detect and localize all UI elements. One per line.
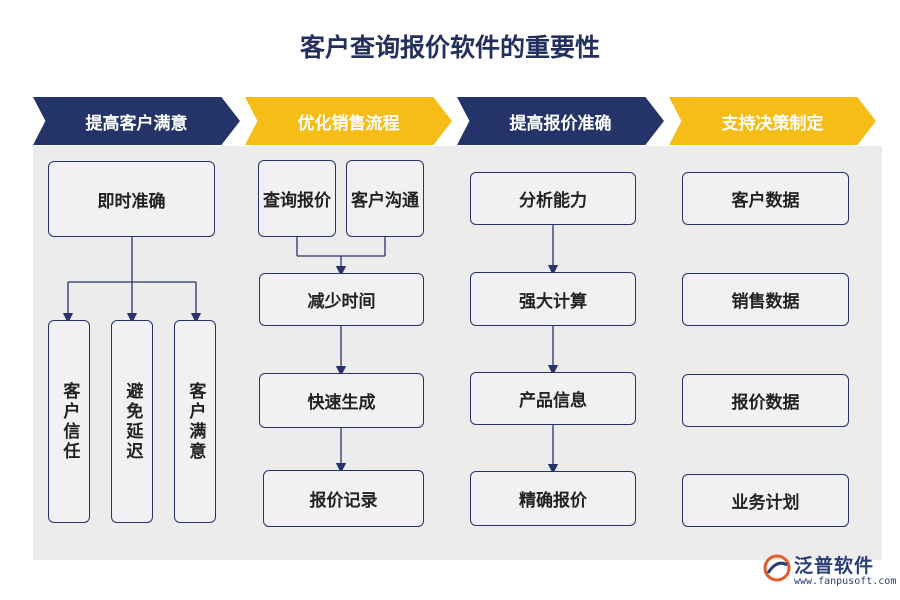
node-customer-data: 客户数据: [682, 172, 849, 225]
node-customer-communication: 客户沟通: [346, 160, 424, 237]
brand-logo: 泛普软件 www.fanpusoft.com: [762, 549, 896, 593]
brand-url: www.fanpusoft.com: [794, 576, 897, 587]
column-header-4: 支持决策制定: [669, 97, 876, 145]
node-avoid-delay: 避免延迟: [111, 320, 153, 523]
node-business-plan: 业务计划: [682, 474, 849, 527]
node-customer-trust: 客户信任: [48, 320, 90, 523]
node-quote-data: 报价数据: [682, 374, 849, 427]
node-customer-satisfaction: 客户满意: [174, 320, 216, 523]
node-quote-record: 报价记录: [263, 470, 424, 527]
column-header-2: 优化销售流程: [245, 97, 452, 145]
node-query-quote: 查询报价: [258, 160, 336, 237]
node-precise-quote: 精确报价: [470, 471, 636, 526]
node-instant-accurate: 即时准确: [48, 161, 215, 237]
node-powerful-calc: 强大计算: [470, 272, 636, 326]
column-header-1: 提高客户满意: [33, 97, 240, 145]
node-reduce-time: 减少时间: [259, 273, 424, 326]
node-fast-generate: 快速生成: [259, 373, 424, 428]
page-title: 客户查询报价软件的重要性: [299, 33, 600, 62]
brand-logo-icon: [763, 554, 791, 582]
node-sales-data: 销售数据: [682, 273, 849, 326]
node-analysis-ability: 分析能力: [470, 172, 636, 225]
column-header-3: 提高报价准确: [457, 97, 664, 145]
brand-name: 泛普软件: [794, 555, 875, 577]
node-product-info: 产品信息: [470, 372, 636, 425]
